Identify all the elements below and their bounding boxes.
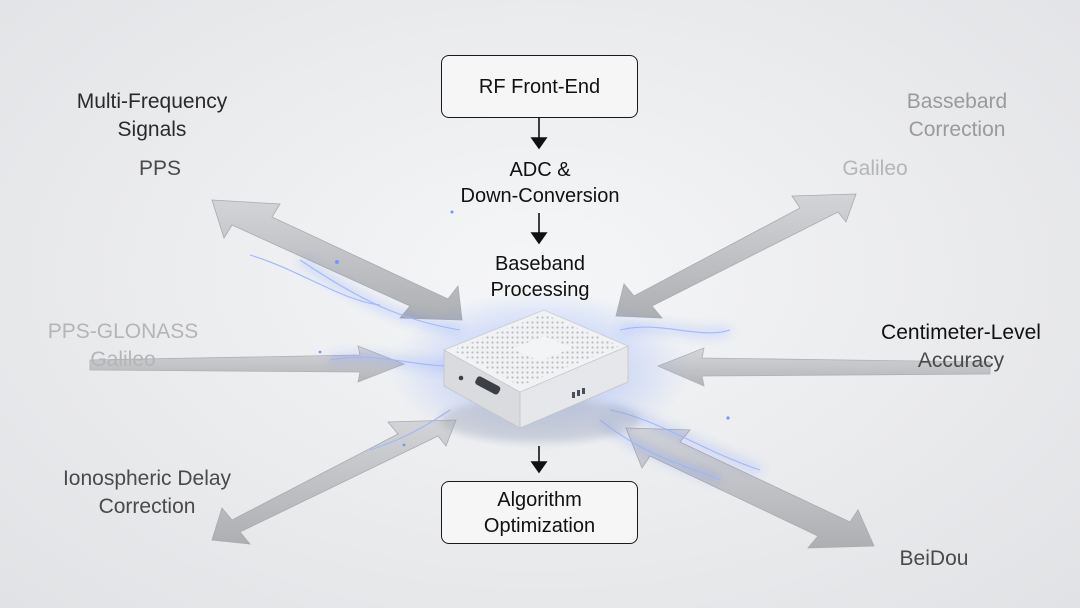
iono-line2: Correction <box>98 495 196 518</box>
rf-front-end-box: RF Front-End <box>441 55 638 118</box>
label-multi-frequency: Multi-Frequency Signals <box>52 88 252 144</box>
galileo-left-text: Galileo <box>90 348 156 371</box>
arrow-down-3 <box>530 461 548 474</box>
receiver-device <box>440 309 640 442</box>
pps-glonass-text: PPS-GLONASS <box>47 320 199 343</box>
label-ionospheric: Ionospheric Delay Correction <box>40 465 254 521</box>
label-pps-glonass: PPS-GLONASS Galileo <box>28 318 218 374</box>
label-pps: PPS <box>138 157 182 180</box>
arrow-left-middle <box>89 345 406 383</box>
baseband-line2: Processing <box>490 279 590 301</box>
arrow-upper-right <box>615 193 857 319</box>
label-bassebard: Bassebard Correction <box>882 88 1032 144</box>
bassebard-line2: Correction <box>908 118 1006 141</box>
arrow-down-2 <box>530 232 548 245</box>
algorithm-optimization-box: Algorithm Optimization <box>441 481 638 544</box>
centimeter-line2: Accuracy <box>917 349 1005 372</box>
centimeter-line1: Centimeter-Level <box>881 321 1041 344</box>
algo-line1: Algorithm <box>497 488 582 511</box>
multi-frequency-line2: Signals <box>117 118 187 141</box>
baseband-text: Baseband Processing <box>440 251 640 303</box>
adc-line2: Down-Conversion <box>460 185 620 207</box>
multi-frequency-line1: Multi-Frequency <box>76 90 228 113</box>
label-beidou: BeiDou <box>899 547 969 570</box>
arrow-lower-right <box>625 427 875 549</box>
flow-connectors <box>530 118 548 474</box>
algo-line2: Optimization <box>483 514 596 537</box>
label-centimeter-level: Centimeter-Level Accuracy <box>858 319 1064 375</box>
label-galileo-right: Galileo <box>842 157 908 180</box>
iono-line1: Ionospheric Delay <box>62 467 232 490</box>
bassebard-line1: Bassebard <box>906 90 1008 113</box>
adc-line1: ADC & <box>509 159 571 181</box>
arrow-right-middle <box>656 347 991 387</box>
baseband-line1: Baseband <box>494 253 586 275</box>
arrow-down-1 <box>530 137 548 150</box>
adc-text: ADC & Down-Conversion <box>420 157 660 209</box>
rf-front-end-label: RF Front-End <box>478 75 601 98</box>
